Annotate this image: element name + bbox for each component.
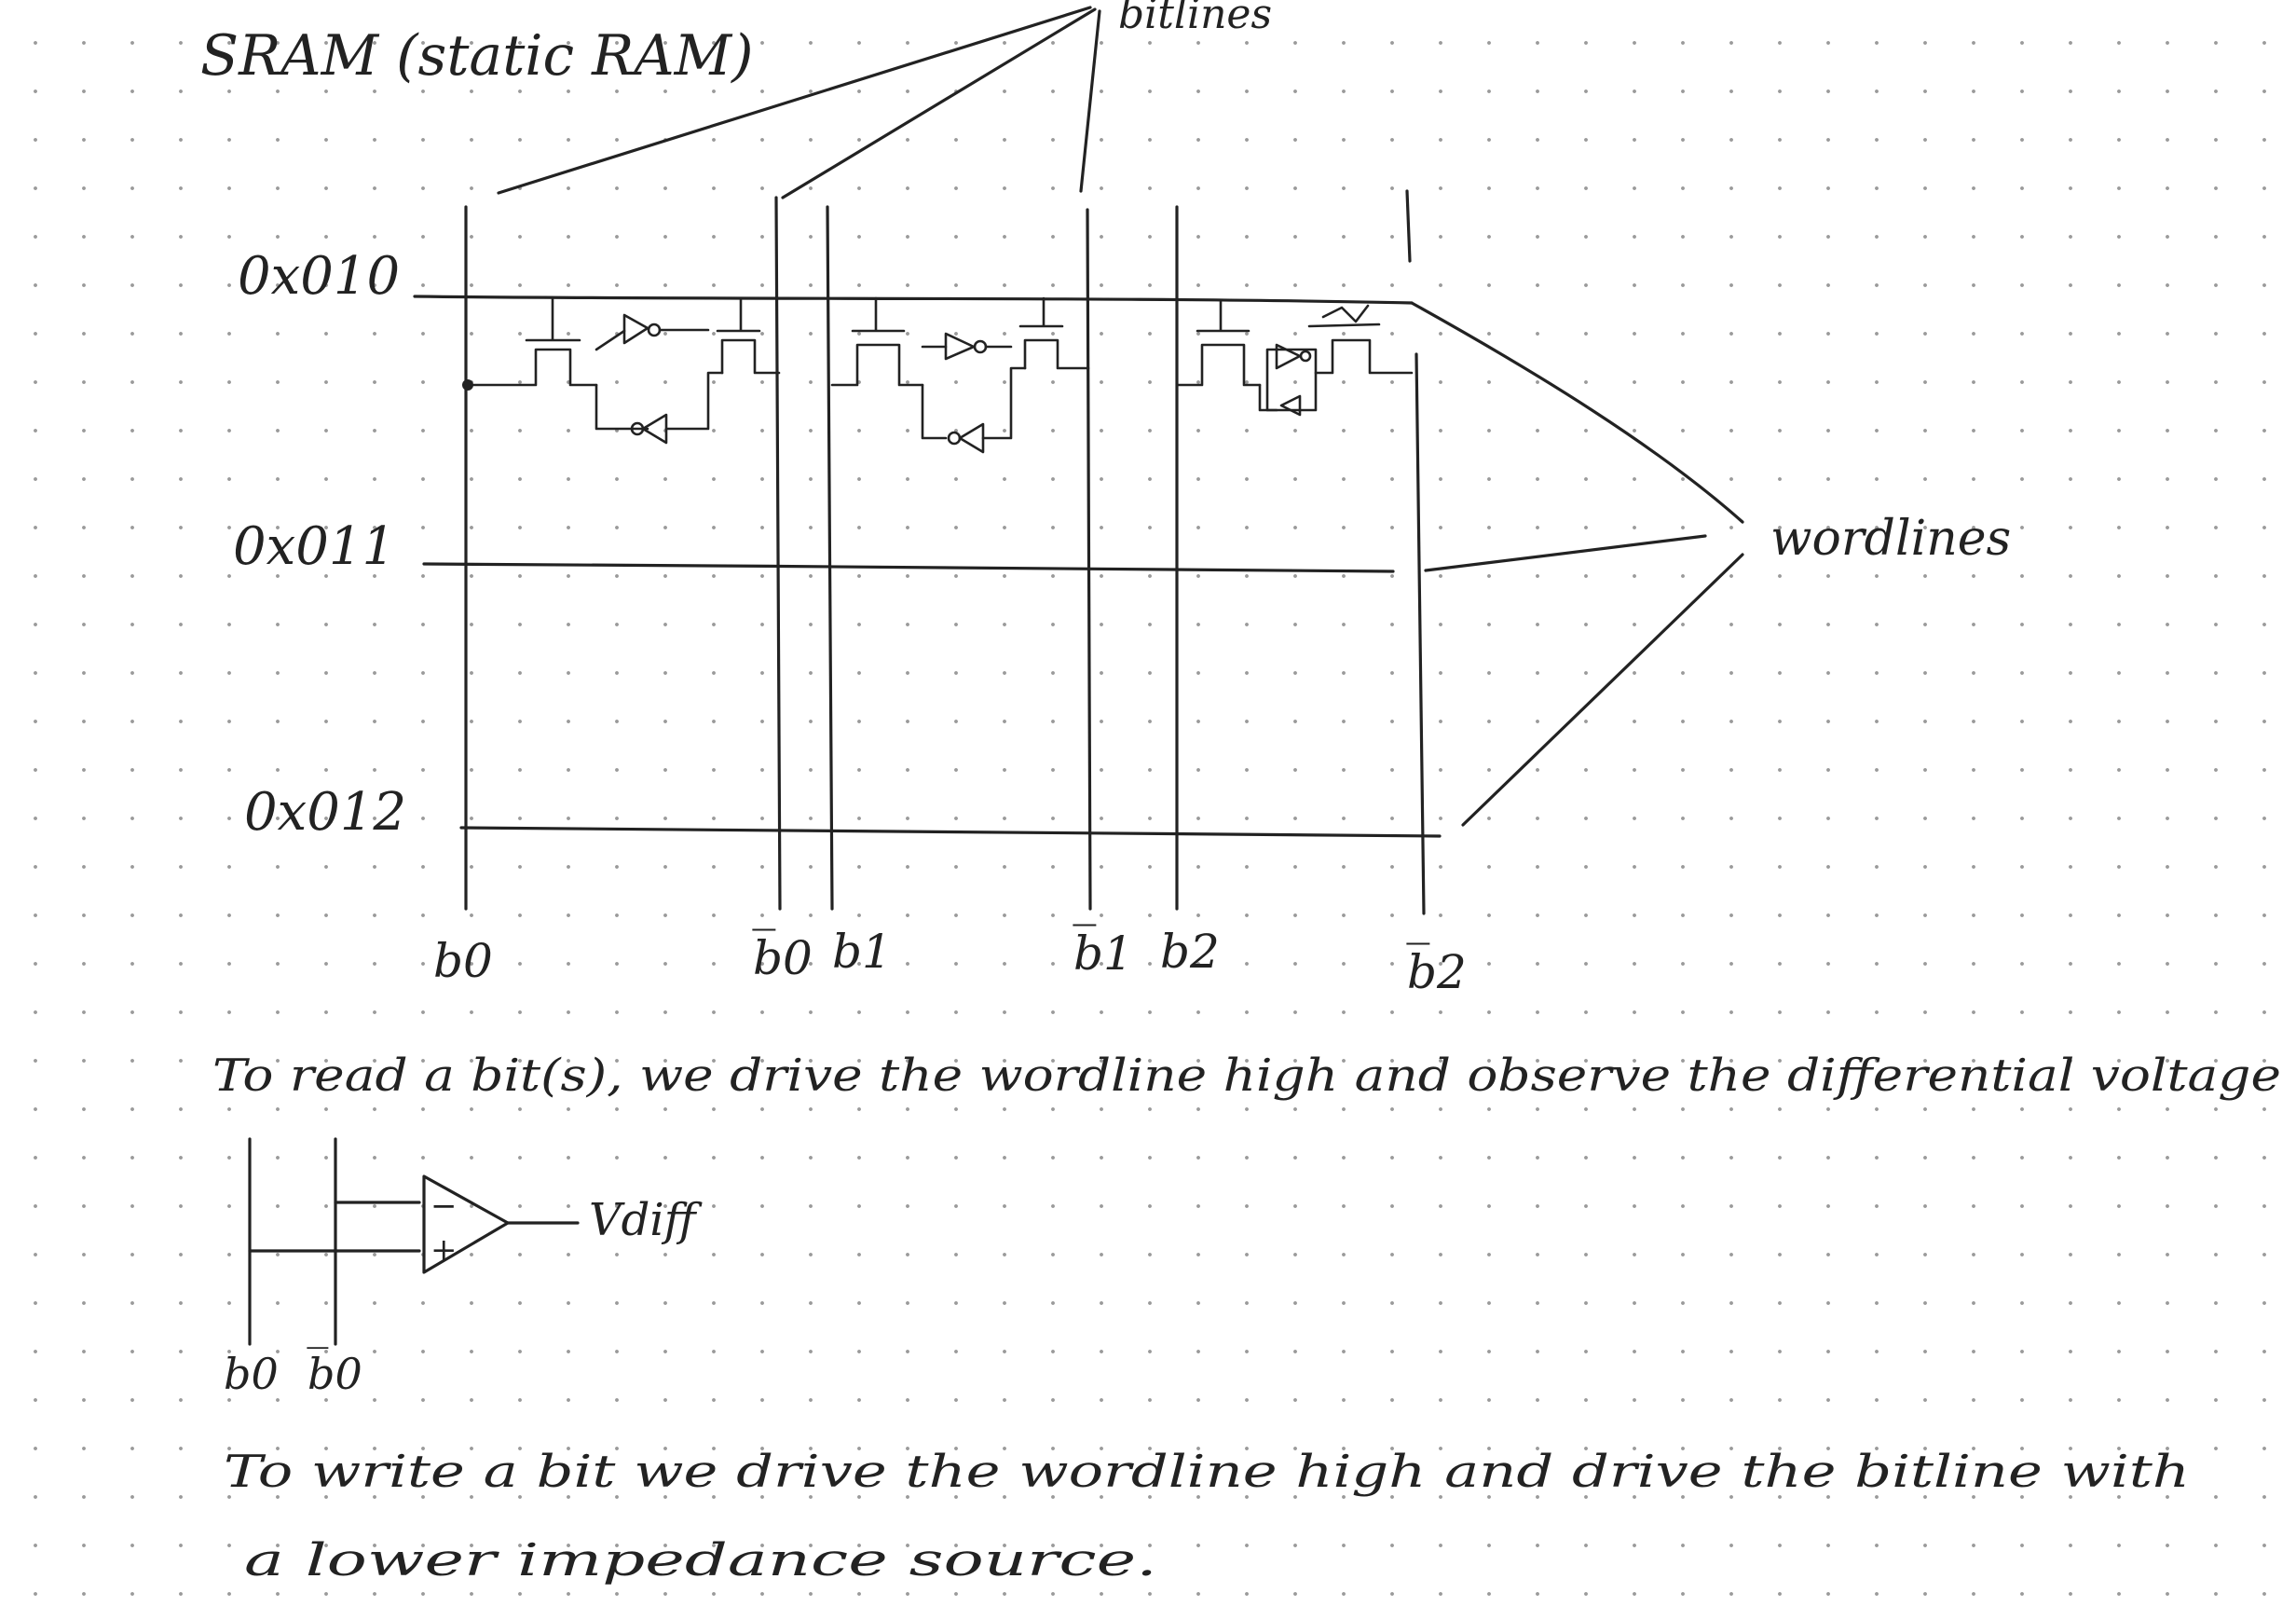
- amp-input-label-b0: b0: [224, 1349, 279, 1399]
- amp-minus-sign: −: [430, 1188, 458, 1225]
- bitline-b2-bar: [1414, 352, 1426, 915]
- wordline-0x011: [422, 562, 1395, 573]
- amp-plus-sign: +: [430, 1231, 458, 1269]
- address-label-0x011: 0x011: [233, 516, 395, 577]
- bitline-b1: [826, 205, 834, 911]
- address-label-0x012: 0x012: [244, 782, 406, 843]
- amp-input-label-b0-bar: b̅0: [307, 1346, 362, 1399]
- bitlines-callout-lines: [497, 6, 1412, 263]
- wordlines-label: wordlines: [1770, 511, 2011, 567]
- bitline-label-b0-bar: b̅0: [752, 928, 812, 985]
- bitline-b1-bar: [1086, 208, 1092, 911]
- bitline-b0-bar: [774, 196, 782, 911]
- bitlines-grid: [464, 196, 1426, 915]
- sram-cell-1: [830, 296, 1090, 454]
- wordline-0x012: [459, 826, 1442, 838]
- write-explanation-text-line2: a lower impedance source.: [244, 1534, 1157, 1586]
- sram-cell-2: [1175, 298, 1414, 417]
- wordlines-callout-lines: [1410, 301, 1744, 827]
- bitline-labels: b0 b̅0 b1 b̅1 b2 b̅2: [433, 924, 1467, 999]
- bitline-label-b1: b1: [832, 925, 892, 979]
- amp-output-label: Vdiff: [589, 1194, 703, 1246]
- bitlines-label: bitlines: [1118, 0, 1272, 38]
- bitline-label-b1-bar: b̅1: [1073, 924, 1132, 981]
- page-title: SRAM (static RAM): [200, 23, 754, 89]
- sense-amplifier-diagram: [248, 1137, 580, 1346]
- bitline-label-b2: b2: [1160, 925, 1220, 979]
- sram-cell-0: [462, 296, 781, 445]
- wordline-0x010: [413, 295, 1414, 305]
- write-explanation-text-line1: To write a bit we drive the wordline hig…: [224, 1446, 2190, 1498]
- bitline-label-b2-bar: b̅2: [1406, 942, 1466, 999]
- wordlines: [413, 295, 1442, 838]
- bitline-label-b0: b0: [433, 934, 493, 988]
- read-explanation-text: To read a bit(s), we drive the wordline …: [212, 1050, 2281, 1102]
- address-label-0x010: 0x010: [238, 246, 400, 307]
